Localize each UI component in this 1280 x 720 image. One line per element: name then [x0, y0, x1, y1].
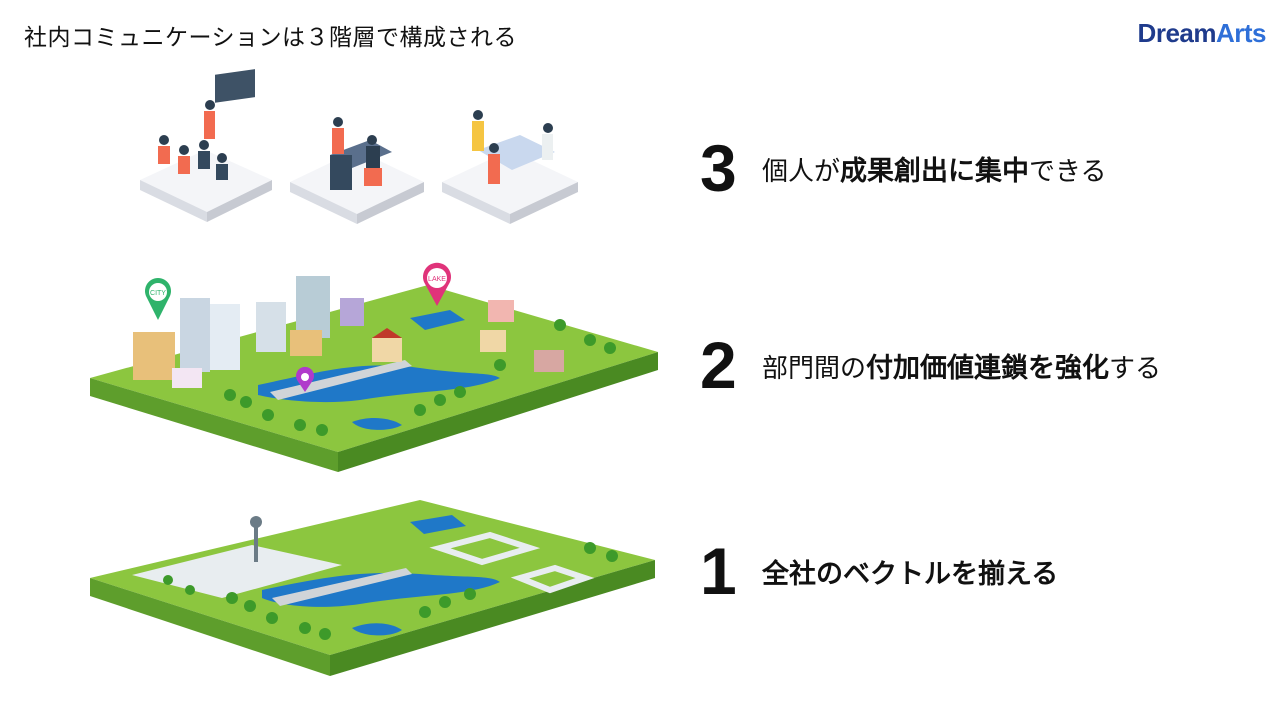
level-3-number: 3 — [700, 135, 762, 201]
level-1-number: 1 — [700, 538, 762, 604]
logo-part-arts: Arts — [1216, 18, 1266, 48]
level-2-pre: 部門間の — [762, 354, 866, 384]
land-island — [90, 500, 655, 676]
level-3-text: 個人が成果創出に集中できる — [762, 149, 1107, 188]
illustrations: CITY LAKE — [0, 0, 690, 720]
level-1-bold: 全社のベクトルを揃える — [762, 559, 1058, 590]
city-island: CITY LAKE — [90, 263, 658, 472]
svg-text:CITY: CITY — [150, 290, 166, 297]
dreamarts-logo: DreamArts — [1138, 18, 1266, 49]
level-2-number: 2 — [700, 332, 762, 398]
svg-text:LAKE: LAKE — [428, 276, 446, 283]
city-pin: CITY — [145, 278, 171, 320]
level-1-row: 1 全社のベクトルを揃える — [700, 538, 1058, 604]
level-3-bold: 成果創出に集中 — [840, 156, 1029, 187]
office-illustrations — [140, 69, 578, 224]
level-2-bold: 付加価値連鎖を強化 — [866, 353, 1109, 384]
level-2-text: 部門間の付加価値連鎖を強化する — [762, 346, 1161, 385]
level-3-row: 3 個人が成果創出に集中できる — [700, 135, 1107, 201]
level-1-text: 全社のベクトルを揃える — [762, 552, 1058, 591]
level-3-pre: 個人が — [762, 157, 840, 187]
level-2-post: する — [1109, 354, 1161, 384]
standup-tile — [442, 110, 578, 224]
meeting-tile — [140, 69, 272, 222]
logo-part-dream: Dream — [1138, 18, 1216, 48]
level-2-row: 2 部門間の付加価値連鎖を強化する — [700, 332, 1161, 398]
level-3-post: できる — [1029, 157, 1106, 187]
desk-tile — [290, 117, 424, 224]
